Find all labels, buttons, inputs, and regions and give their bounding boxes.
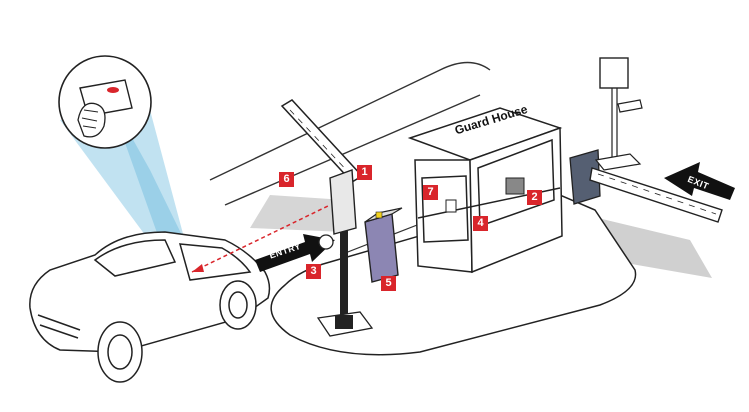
road-curb-upper: [209, 61, 491, 181]
guard-house-monitor: [505, 177, 525, 195]
component-label-2: 2: [527, 190, 542, 205]
exit-camera-icon: [617, 99, 643, 113]
exit-barrier-stripes: [597, 173, 717, 215]
card-reader-base-plate: [335, 315, 353, 329]
entry-lane-shadow: [250, 195, 345, 232]
entry-barrier-stripes: [289, 109, 353, 177]
exit-barrier-arm: [589, 167, 723, 223]
reader-line-arrowhead: [192, 264, 204, 272]
exit-barrier-cabinet: [569, 149, 601, 205]
guard-house-desk-device: [445, 199, 457, 213]
car-rear-wheel-hub: [228, 291, 248, 319]
reader-detection-line: [191, 204, 331, 273]
road-curb-lower: [224, 94, 481, 206]
exit-arrow: [664, 162, 735, 200]
component-label-7: 7: [423, 185, 438, 200]
reader-camera-icon: [318, 234, 334, 250]
ticket-dispenser-yellow-light: [375, 211, 383, 219]
hand-finger-icon: [81, 109, 99, 129]
entry-arrow: [255, 234, 335, 272]
exit-pole-base: [594, 153, 642, 171]
component-label-5: 5: [381, 276, 396, 291]
car-illustration: [29, 231, 271, 383]
ticket-dispenser-top: [364, 207, 403, 223]
component-label-6: 6: [279, 172, 294, 187]
component-label-3: 3: [306, 264, 321, 279]
car-front-wheel-hub: [107, 334, 133, 370]
card-reader-pole: [340, 210, 348, 320]
component-label-4: 4: [473, 216, 488, 231]
card-zoom-cone: [60, 110, 190, 262]
exit-sign-panel: [599, 57, 629, 89]
card-chip-icon: [107, 87, 119, 93]
car-grille: [37, 314, 81, 339]
component-label-1: 1: [357, 165, 372, 180]
card-reader-unit: [329, 169, 357, 235]
car-windshield: [93, 239, 177, 277]
